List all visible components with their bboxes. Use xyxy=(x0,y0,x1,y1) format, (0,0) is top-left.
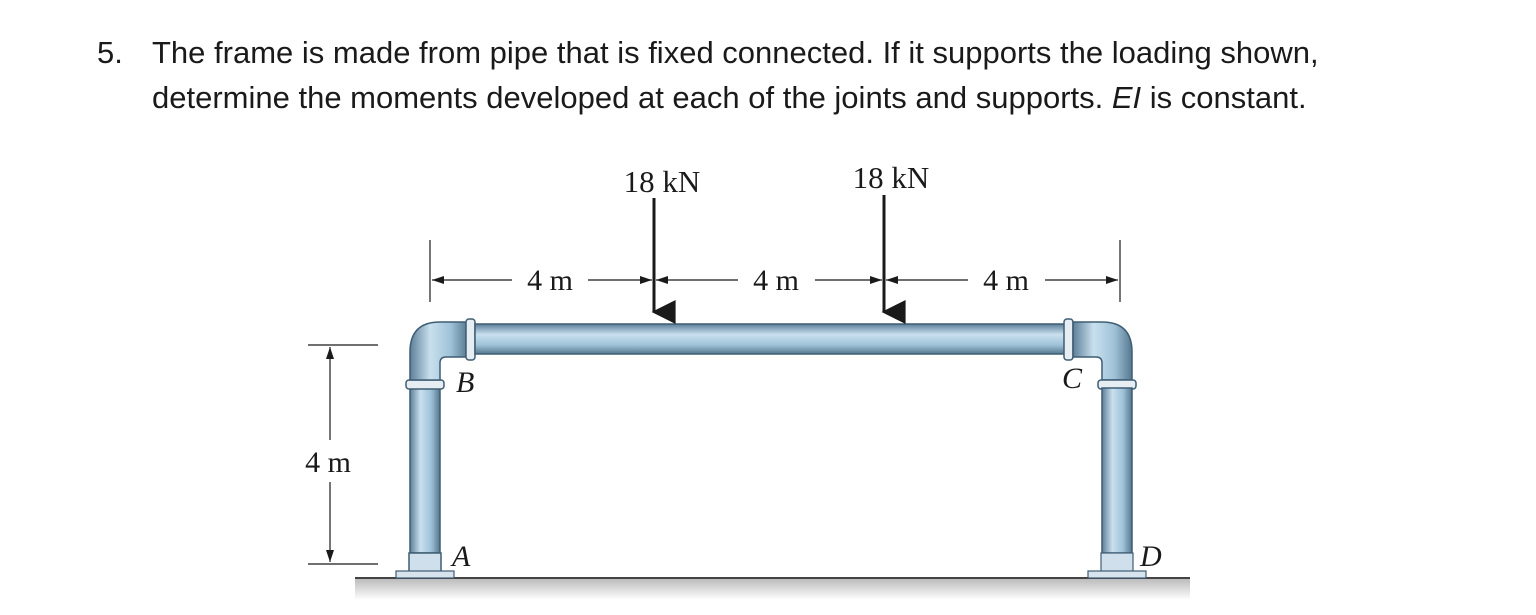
span-1-label: 4 m xyxy=(527,264,573,297)
ground xyxy=(355,577,1190,600)
point-a-label: A xyxy=(450,540,471,573)
load-2: 18 kN xyxy=(853,160,930,324)
point-b-label: B xyxy=(456,366,474,399)
problem-text-line-2-start: determine the moments developed at each … xyxy=(152,80,1112,115)
span-2-label: 4 m xyxy=(753,264,799,297)
beam-bc xyxy=(474,323,1066,355)
problem-number: 5. xyxy=(97,35,123,70)
elbow-b xyxy=(409,318,476,381)
ei-symbol: EI xyxy=(1111,80,1142,115)
problem-text-line-2: determine the moments developed at each … xyxy=(152,75,1307,120)
problem-text-line-1: The frame is made from pipe that is fixe… xyxy=(152,35,1319,70)
load-2-label: 18 kN xyxy=(853,160,930,195)
span-3-label: 4 m xyxy=(983,264,1029,297)
problem-text-line-2-end: is constant. xyxy=(1141,80,1307,115)
elbow-c xyxy=(1063,318,1133,381)
column-ab xyxy=(395,379,455,579)
column-cd xyxy=(1087,379,1147,579)
load-1-label: 18 kN xyxy=(624,164,701,199)
point-d-label: D xyxy=(1139,540,1162,573)
height-label: 4 m xyxy=(305,446,351,479)
span-dimensions xyxy=(429,240,1121,302)
height-dimension xyxy=(308,344,378,565)
load-1: 18 kN xyxy=(624,164,701,324)
point-c-label: C xyxy=(1062,362,1083,395)
